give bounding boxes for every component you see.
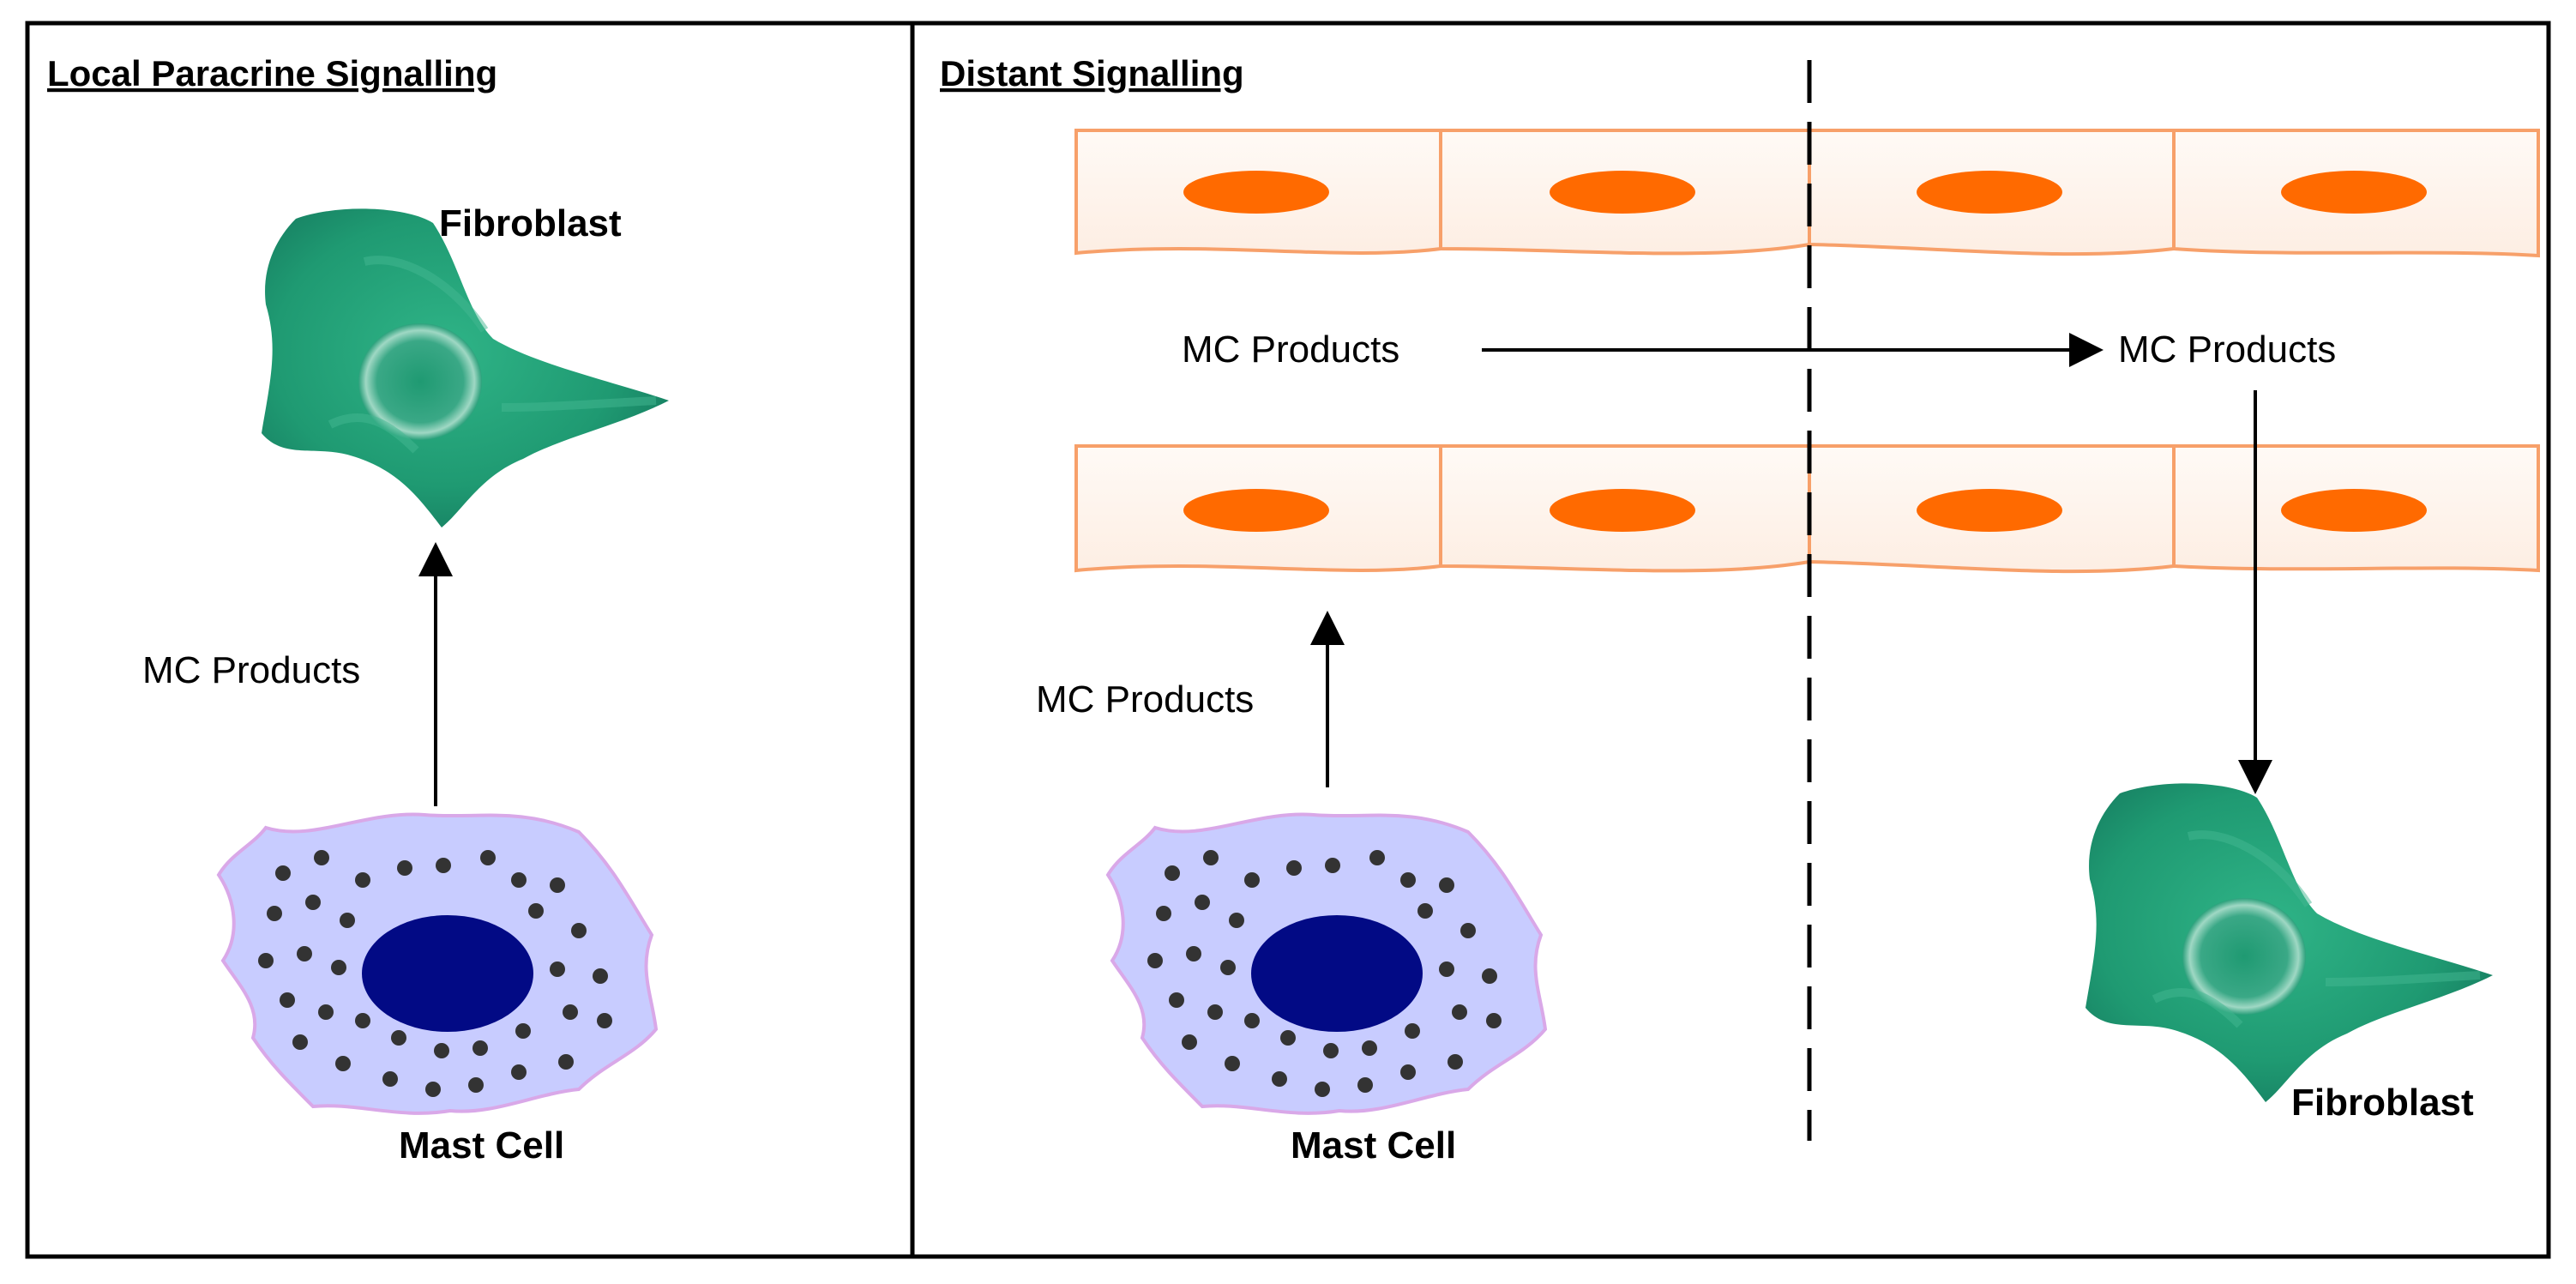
endothelial-cell [1439,444,1811,573]
endothelial-nucleus [1917,489,2062,532]
mast-cell-granules [1147,850,1502,1097]
endothelial-nucleus [1550,171,1695,214]
mc-products-label-upper-left: MC Products [1182,329,1399,371]
fibroblast-nucleus [358,323,482,440]
endothelial-cell [2172,444,2540,573]
outer-frame [25,21,2551,1259]
mc-products-label-upper-right: MC Products [2118,329,2336,371]
endothelial-nucleus [1183,489,1329,532]
endothelial-row-bottom [1074,444,2540,574]
endothelial-nucleus [1183,171,1329,214]
endothelial-row-top [1074,129,2540,258]
endothelial-nucleus [2281,171,2427,214]
local-panel: Local Paracrine Signalling Fibroblast MC… [47,53,669,1166]
mast-cell-right [1105,812,1548,1115]
endothelial-cell [2172,129,2540,258]
mc-products-label-left: MC Products [142,649,360,691]
fibroblast-label-left: Fibroblast [439,202,622,244]
mast-cell-nucleus [1251,915,1423,1032]
mast-cell-granules [258,850,612,1097]
endothelial-cell [1808,444,2176,574]
endothelial-nucleus [1550,489,1695,532]
mast-cell-nucleus [362,915,533,1032]
endothelial-cell [1439,129,1811,256]
endothelial-nucleus [2281,489,2427,532]
fibroblast-label-right: Fibroblast [2291,1082,2474,1124]
endothelial-cell [1074,444,1442,573]
fibroblast-left [262,208,669,527]
endothelial-cell [1074,129,1442,256]
fibroblast-texture [2152,830,2481,1028]
fibroblast-nucleus [2182,898,2306,1015]
mc-products-label-lower: MC Products [1036,678,1254,720]
mast-cell-left [216,812,659,1115]
distant-panel-title: Distant Signalling [940,53,1244,93]
local-panel-title: Local Paracrine Signalling [47,53,497,93]
endothelial-nucleus [1917,171,2062,214]
fibroblast-texture [328,256,657,454]
mast-cell-label-left: Mast Cell [399,1124,564,1166]
endothelial-cell [1808,129,2176,256]
distant-panel: Distant Signalling [940,53,2540,1166]
mast-cell-label-right: Mast Cell [1291,1124,1456,1166]
fibroblast-right [2085,783,2493,1102]
